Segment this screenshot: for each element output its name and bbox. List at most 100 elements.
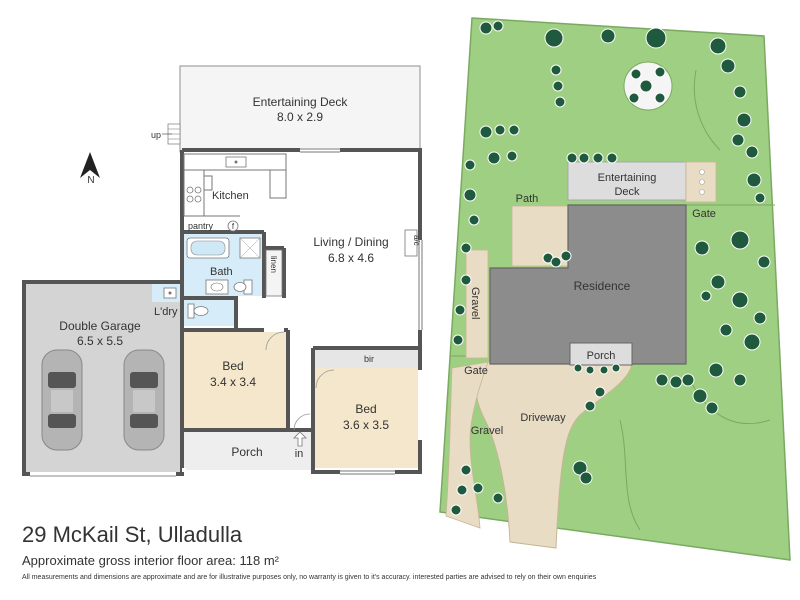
gravel-side-label: Gravel — [469, 287, 481, 319]
double-garage-dims: 6.5 x 5.5 — [77, 334, 123, 348]
entertaining-deck-label: Entertaining Deck — [253, 95, 349, 109]
disclaimer-text: All measurements and dimensions are appr… — [22, 574, 597, 581]
tree-icon — [705, 401, 719, 415]
double-garage-label: Double Garage — [59, 319, 141, 333]
built-in-robe — [315, 350, 418, 368]
tree-icon — [560, 250, 572, 262]
tree-icon — [552, 80, 564, 92]
tree-icon — [709, 37, 727, 55]
tree-icon — [550, 64, 562, 76]
site-deck-label: Entertaining — [598, 172, 657, 184]
tree-icon — [754, 192, 766, 204]
driveway-label: Driveway — [520, 412, 566, 424]
trees — [450, 20, 771, 516]
pantry-label: pantry — [188, 221, 214, 231]
bed-1-label: Bed — [222, 359, 243, 373]
wall-openings — [182, 148, 422, 474]
property-address: 29 McKail St, Ulladulla — [22, 522, 243, 547]
tree-icon — [494, 124, 506, 136]
entertaining-deck-area — [179, 65, 421, 153]
tree-icon — [757, 255, 771, 269]
bed-1-dims: 3.4 x 3.4 — [210, 375, 256, 389]
tree-icon — [600, 28, 616, 44]
walls — [180, 148, 422, 474]
tree-icon — [578, 152, 590, 164]
tree-icon — [630, 68, 642, 80]
tree-icon — [731, 291, 749, 309]
tree-icon — [464, 159, 476, 171]
tree-icon — [579, 471, 593, 485]
tree-icon — [710, 274, 726, 290]
tree-icon — [654, 66, 666, 78]
deck-stairs — [167, 123, 181, 145]
sink-icon — [225, 156, 247, 168]
entry-label: in — [295, 448, 304, 460]
bathtub-icon — [186, 237, 230, 259]
bath-label: Bath — [210, 266, 233, 278]
door-swings — [265, 331, 335, 431]
tree-icon — [456, 484, 468, 496]
tree-icon — [454, 304, 466, 316]
tree-icon — [468, 214, 480, 226]
tree-icon — [611, 363, 621, 373]
site-porch — [569, 342, 633, 366]
tree-icon — [669, 375, 683, 389]
car-icon — [41, 349, 83, 451]
fridge-label: f — [232, 222, 235, 231]
tree-icon — [585, 365, 595, 375]
cooktop-icon — [186, 186, 202, 203]
entertaining-deck-dims: 8.0 x 2.9 — [277, 110, 323, 124]
tree-icon — [639, 79, 653, 93]
gravel-front — [445, 361, 489, 529]
tree-icon — [753, 311, 767, 325]
north-arrow-icon: N — [80, 152, 100, 186]
tree-icon — [479, 21, 493, 35]
shower-icon — [239, 237, 261, 259]
north-label: N — [87, 175, 94, 186]
tree-icon — [492, 20, 504, 32]
air-conditioner-unit — [404, 229, 418, 257]
tree-icon — [746, 172, 762, 188]
tree-icon — [681, 373, 695, 387]
gravel-side — [465, 249, 489, 359]
linen-cupboard — [265, 249, 283, 297]
tree-icon — [487, 151, 501, 165]
site-plan: Entertaining Deck Path Gate Residence Gr… — [439, 17, 791, 561]
tree-icon — [460, 242, 472, 254]
tree-icon — [628, 92, 640, 104]
path — [511, 205, 569, 267]
vanity-basin-icon — [205, 279, 229, 295]
tree-icon — [460, 274, 472, 286]
porch-area — [184, 430, 312, 470]
path-label: Path — [516, 193, 539, 205]
bed-2-label: Bed — [355, 402, 376, 416]
toilet-icon — [233, 279, 253, 295]
tree-icon — [554, 96, 566, 108]
tree-icon — [720, 58, 736, 74]
laundry-toilet-icon — [187, 303, 209, 319]
tree-icon — [700, 290, 712, 302]
tree-icon — [733, 85, 747, 99]
tree-icon — [708, 362, 724, 378]
tree-icon — [731, 133, 745, 147]
living-dining-label: Living / Dining — [313, 235, 388, 249]
tree-icon — [719, 323, 733, 337]
fridge-icon — [227, 220, 239, 232]
tree-icon — [743, 333, 761, 351]
tree-icon — [606, 152, 618, 164]
tree-icon — [573, 363, 583, 373]
tree-icon — [492, 492, 504, 504]
gate-bottom-label: Gate — [464, 365, 488, 377]
site-porch-label: Porch — [587, 350, 616, 362]
car-icon — [123, 349, 165, 451]
tree-icon — [594, 386, 606, 398]
air-conditioner-label: a/c — [412, 235, 421, 246]
site-deck — [567, 161, 687, 201]
tree-icon — [733, 373, 747, 387]
tree-icon — [544, 28, 564, 48]
kitchen-label: Kitchen — [212, 190, 249, 202]
tree-icon — [654, 92, 666, 104]
linen-label: linen — [269, 256, 278, 273]
floor-area-note: Approximate gross interior floor area: 1… — [22, 553, 279, 568]
tree-icon — [506, 150, 518, 162]
